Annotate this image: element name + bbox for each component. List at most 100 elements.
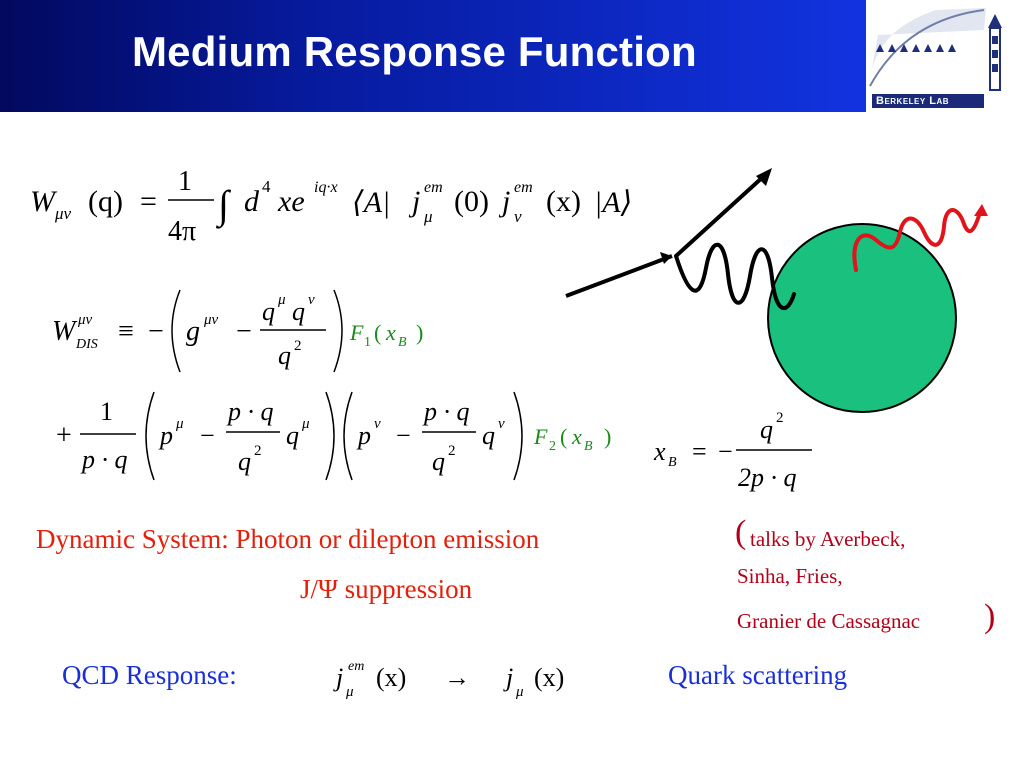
eq3-minus2: − xyxy=(396,421,411,450)
eq3-pq-num1: p · q xyxy=(226,397,274,426)
photon-wiggle xyxy=(674,242,796,311)
qcd-j1-sup: em xyxy=(348,659,364,674)
eq1-frac-num: 1 xyxy=(178,166,192,197)
eq2-f1-open: ( xyxy=(374,320,381,345)
eq3-paren1-right xyxy=(325,391,335,481)
slide-title: Medium Response Function xyxy=(132,28,697,75)
logo-area: Berkeley Lab xyxy=(866,0,1024,112)
outgoing-line xyxy=(674,174,766,258)
equation-w-dis-second: + 1 p · q p μ − p · q q 2 q μ p ν − p · … xyxy=(56,391,611,481)
eq3-f2-x: x xyxy=(571,424,582,449)
eq1-bra: ⟨A| xyxy=(352,186,390,219)
equation-xb: x B = − q 2 2p · q xyxy=(653,410,812,492)
eq1-d-sup: 4 xyxy=(262,177,271,196)
dynamic-system-text: Dynamic System: Photon or dilepton emiss… xyxy=(36,524,540,554)
eq3-q1-sup: μ xyxy=(301,416,310,432)
eq2-g-sup: μν xyxy=(203,312,219,328)
eq1-w: W xyxy=(30,185,58,218)
qcd-arrow: → xyxy=(444,663,470,692)
eq3-f2-close: ) xyxy=(604,424,611,449)
eq1-j2-sub: ν xyxy=(514,207,522,226)
eq3-pq-den2: q xyxy=(432,447,445,476)
eq2-f1-x: x xyxy=(385,320,396,345)
eq3-q2-sup: ν xyxy=(498,416,505,432)
eq3-plus: + xyxy=(56,420,72,451)
eq3-f2: F xyxy=(533,424,548,449)
eq1-j2-sup: em xyxy=(514,179,533,196)
eq3-q1: q xyxy=(286,421,299,450)
medium-circle xyxy=(767,223,957,413)
xb-num: q xyxy=(760,415,773,444)
eq2-num-q2-sup: ν xyxy=(308,292,315,308)
talks-line-2: Sinha, Fries, xyxy=(737,564,843,588)
eq2-w-sub: DIS xyxy=(75,337,98,352)
eq3-p2-sup: ν xyxy=(374,416,381,432)
eq2-w-sup: μν xyxy=(77,312,93,328)
eq1-j1-sup: em xyxy=(424,179,443,196)
eq3-frac-num: 1 xyxy=(100,397,113,426)
scattering-diagram xyxy=(565,168,988,413)
eq1-xe: xe xyxy=(277,185,305,218)
incoming-line xyxy=(565,254,673,298)
qcd-arg2: (x) xyxy=(534,663,564,692)
emitted-photon-arrowhead xyxy=(974,204,988,216)
eq3-pq-den2-sup: 2 xyxy=(448,443,456,459)
talks-close-paren: ) xyxy=(984,598,996,635)
eq2-equiv: ≡ xyxy=(118,316,134,347)
xb-lhs: x xyxy=(653,437,666,466)
logo-text: Berkeley Lab xyxy=(876,95,950,107)
eq2-minus: − xyxy=(148,316,164,347)
eq3-pq-den1: q xyxy=(238,447,251,476)
eq2-f1-close: ) xyxy=(416,320,423,345)
xb-num-sup: 2 xyxy=(776,410,784,426)
eq2-num-q2: q xyxy=(292,297,305,326)
eq2-f1: F xyxy=(349,320,364,345)
eq3-p2: p xyxy=(356,421,371,450)
talks-line-3: Granier de Cassagnac xyxy=(737,609,921,633)
jpsi-text: J/Ψ suppression xyxy=(300,574,473,604)
eq1-j1-sub: μ xyxy=(423,207,433,226)
emitted-photon xyxy=(852,208,982,272)
eq3-pq-num2: p · q xyxy=(422,397,470,426)
talks-line-1: talks by Averbeck, xyxy=(750,527,906,551)
eq1-d: d xyxy=(244,185,260,218)
eq2-paren-left xyxy=(171,289,181,373)
eq1-eq: = xyxy=(140,185,157,218)
qcd-arg1: (x) xyxy=(376,663,406,692)
eq1-frac-den: 4π xyxy=(168,216,196,247)
eq1-argx: (x) xyxy=(546,185,581,218)
eq1-j1: j xyxy=(408,185,420,218)
title-bar: Medium Response Function xyxy=(0,0,866,112)
eq1-integral: ∫ xyxy=(215,182,232,229)
equation-w-munu: W μν (q) = 1 4π ∫ d 4 xe iq·x ⟨A| j em μ… xyxy=(30,166,632,247)
eq2-f1-sub: 1 xyxy=(364,335,371,350)
xb-lhs-sub: B xyxy=(668,455,677,470)
eq3-pq-den1-sup: 2 xyxy=(254,443,262,459)
eq2-paren-right xyxy=(333,289,343,373)
talks-open-paren: ( xyxy=(735,514,747,551)
equation-qcd: j em μ (x) → j μ (x) xyxy=(333,659,564,700)
eq3-f2-xsub: B xyxy=(584,439,593,454)
eq2-num-q1: q xyxy=(262,297,275,326)
quark-scattering-text: Quark scattering xyxy=(668,660,848,690)
eq1-arg: (q) xyxy=(88,185,123,218)
eq3-paren2-left xyxy=(343,391,353,481)
eq3-minus1: − xyxy=(200,421,215,450)
eq3-paren1-left xyxy=(145,391,155,481)
eq2-den-q: q xyxy=(278,341,291,370)
qcd-j2: j xyxy=(503,663,513,692)
qcd-response-label: QCD Response: xyxy=(62,660,237,690)
qcd-j2-sub: μ xyxy=(515,684,524,700)
eq3-f2-open: ( xyxy=(560,424,567,449)
eq2-w: W xyxy=(52,316,78,347)
eq2-den-q-sup: 2 xyxy=(294,338,302,354)
eq3-frac-den: p · q xyxy=(80,445,128,474)
eq1-w-sub: μν xyxy=(54,204,72,223)
eq2-num-q1-sup: μ xyxy=(277,292,286,308)
qcd-j1-sub: μ xyxy=(345,684,354,700)
eq3-p1-sup: μ xyxy=(175,416,184,432)
eq1-exp: iq·x xyxy=(314,179,338,196)
incoming-arrowhead xyxy=(660,252,672,264)
eq3-q2: q xyxy=(482,421,495,450)
